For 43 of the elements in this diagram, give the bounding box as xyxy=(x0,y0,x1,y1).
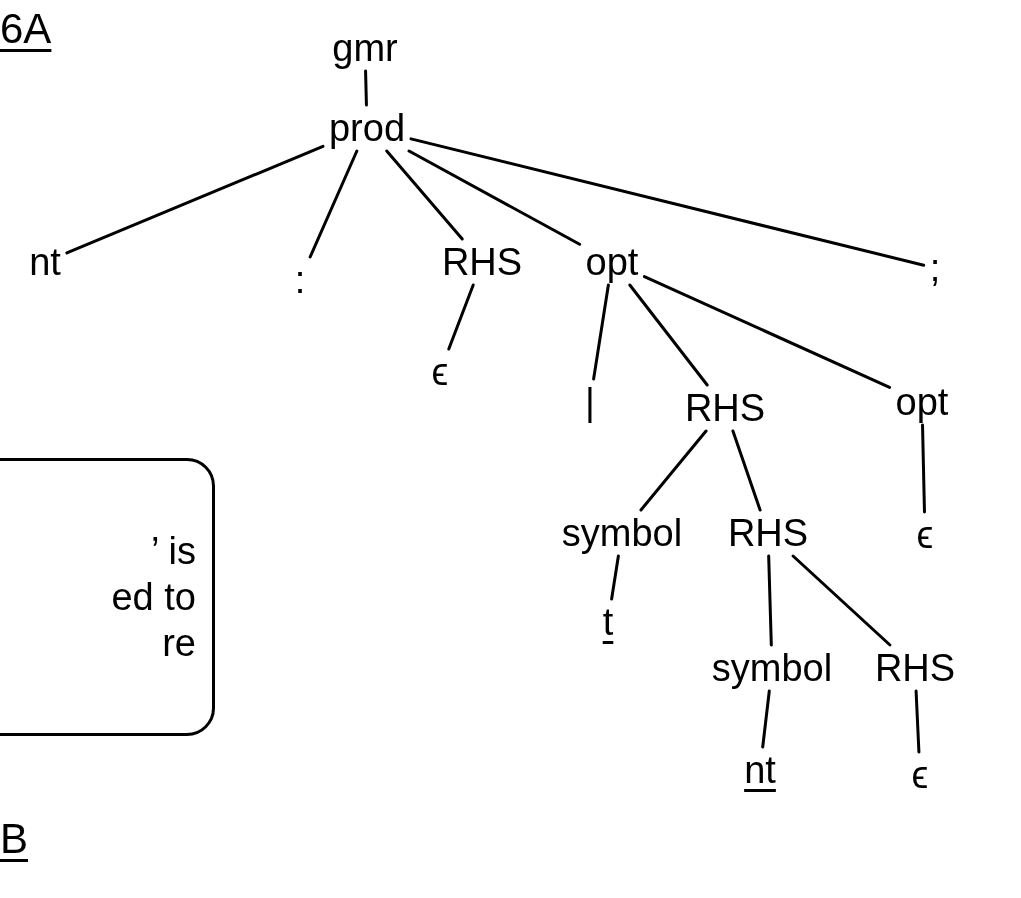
tree-branch-line xyxy=(65,144,325,255)
tree-node-label: opt xyxy=(893,383,951,421)
tree-node-label: nt xyxy=(27,243,63,281)
tree-node-label: opt xyxy=(583,243,641,281)
tree-node-label: RHS xyxy=(682,389,768,427)
tree-node-label: ; xyxy=(927,249,943,287)
tree-branch-line xyxy=(628,283,709,387)
section-heading: B xyxy=(0,818,28,860)
tree-node-label: nt xyxy=(742,751,778,789)
tree-node-label: ϵ xyxy=(909,756,931,794)
tree-branch-line xyxy=(731,429,762,512)
note-text: ’ is xyxy=(150,532,196,570)
tree-node-label: RHS xyxy=(872,649,958,687)
note-text: re xyxy=(162,624,196,662)
tree-node-label: RHS xyxy=(725,514,811,552)
note-text: ed to xyxy=(111,578,196,616)
tree-node-label: ϵ xyxy=(914,516,936,554)
tree-node-label: : xyxy=(292,261,308,299)
tree-node-label: RHS xyxy=(439,243,525,281)
note-box xyxy=(0,458,215,736)
tree-node-label: symbol xyxy=(709,649,835,687)
section-heading: 6A xyxy=(0,8,52,50)
tree-branch-line xyxy=(407,149,582,246)
tree-branch-line xyxy=(308,149,359,259)
tree-branch-line xyxy=(791,554,892,647)
tree-branch-line xyxy=(385,149,464,241)
tree-branch-line xyxy=(592,283,610,381)
tree-node-label: ϵ xyxy=(429,353,451,391)
tree-branch-line xyxy=(409,137,926,267)
tree-branch-line xyxy=(914,689,921,754)
tree-branch-line xyxy=(639,429,708,512)
tree-branch-line xyxy=(921,423,926,514)
tree-branch-line xyxy=(610,554,620,601)
tree-node-label: t xyxy=(600,603,616,641)
tree-branch-line xyxy=(364,69,368,107)
tree-branch-line xyxy=(767,554,773,647)
tree-node-label: gmr xyxy=(330,29,400,67)
tree-node-label: symbol xyxy=(559,514,685,552)
tree-branch-line xyxy=(447,283,475,351)
tree-branch-line xyxy=(761,689,771,749)
tree-node-label: | xyxy=(583,383,597,421)
tree-node-label: prod xyxy=(326,109,408,147)
tree-branch-line xyxy=(642,275,892,389)
